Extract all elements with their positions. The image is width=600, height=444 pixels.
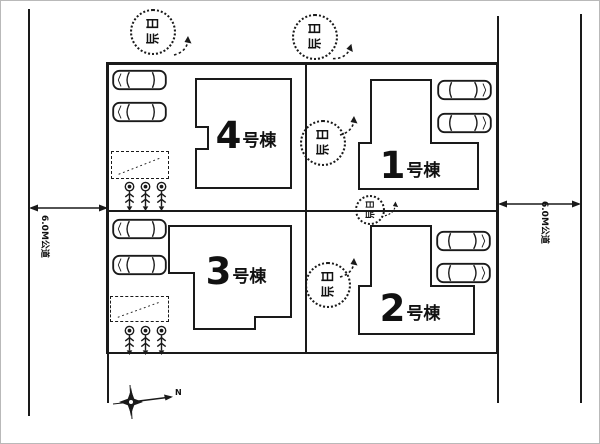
building-3-suffix: 号棟	[232, 267, 267, 287]
sun-badge-text: 日当	[305, 21, 321, 53]
sun-badge-text: 日当	[313, 127, 329, 159]
sun-badge: 日当	[305, 262, 351, 308]
car-icon	[112, 69, 167, 91]
parking-dashed-area	[110, 296, 169, 322]
road-width-arrow-left	[29, 204, 108, 212]
car-icon	[436, 262, 491, 284]
building-3-footprint	[168, 225, 292, 330]
plant-icon	[156, 181, 167, 211]
road-edge-left-outer	[28, 9, 30, 416]
road-width-arrow-right	[498, 200, 581, 208]
compass-rose-icon: N	[112, 384, 182, 420]
sun-badge: 日当	[292, 14, 338, 60]
sun-arrow-icon	[339, 116, 358, 136]
sun-arrow-icon	[339, 258, 358, 278]
plant-icon	[124, 181, 135, 211]
plant-icon	[124, 325, 135, 355]
building-2-footprint	[358, 225, 475, 335]
building-1-number: 1	[379, 143, 406, 187]
building-4-number: 4	[215, 113, 242, 157]
building-4-footprint	[195, 78, 292, 189]
building-4-suffix: 号棟	[242, 131, 277, 151]
sun-badge: 日当	[300, 120, 346, 166]
car-icon	[437, 79, 492, 101]
lot-divider-horizontal	[108, 210, 498, 212]
car-icon	[437, 112, 492, 134]
car-icon	[112, 101, 167, 123]
building-2-suffix: 号棟	[406, 304, 441, 324]
car-icon	[112, 218, 167, 240]
car-icon	[436, 230, 491, 252]
sun-badge-text: 日当	[143, 16, 159, 48]
building-3-number: 3	[205, 249, 232, 293]
sun-badge-text: 日当	[318, 269, 334, 301]
car-icon	[112, 254, 167, 276]
road-edge-right-outer	[580, 14, 582, 403]
building-1-footprint	[358, 79, 479, 190]
plant-icon	[140, 181, 151, 211]
sun-arrow-icon	[173, 36, 192, 56]
plant-icon	[140, 325, 151, 355]
sun-arrow-icon	[332, 43, 353, 60]
parking-dashed-area	[111, 151, 169, 179]
plant-icon	[156, 325, 167, 355]
sun-badge: 日当	[355, 195, 385, 225]
compass-north-label: N	[175, 388, 182, 397]
sun-badge: 日当	[130, 9, 176, 55]
sun-badge-text: 日当	[363, 199, 374, 221]
building-1-suffix: 号棟	[406, 161, 441, 181]
sun-arrow-icon	[384, 201, 399, 217]
lot-divider-vertical	[305, 63, 307, 353]
building-2-number: 2	[379, 286, 406, 330]
